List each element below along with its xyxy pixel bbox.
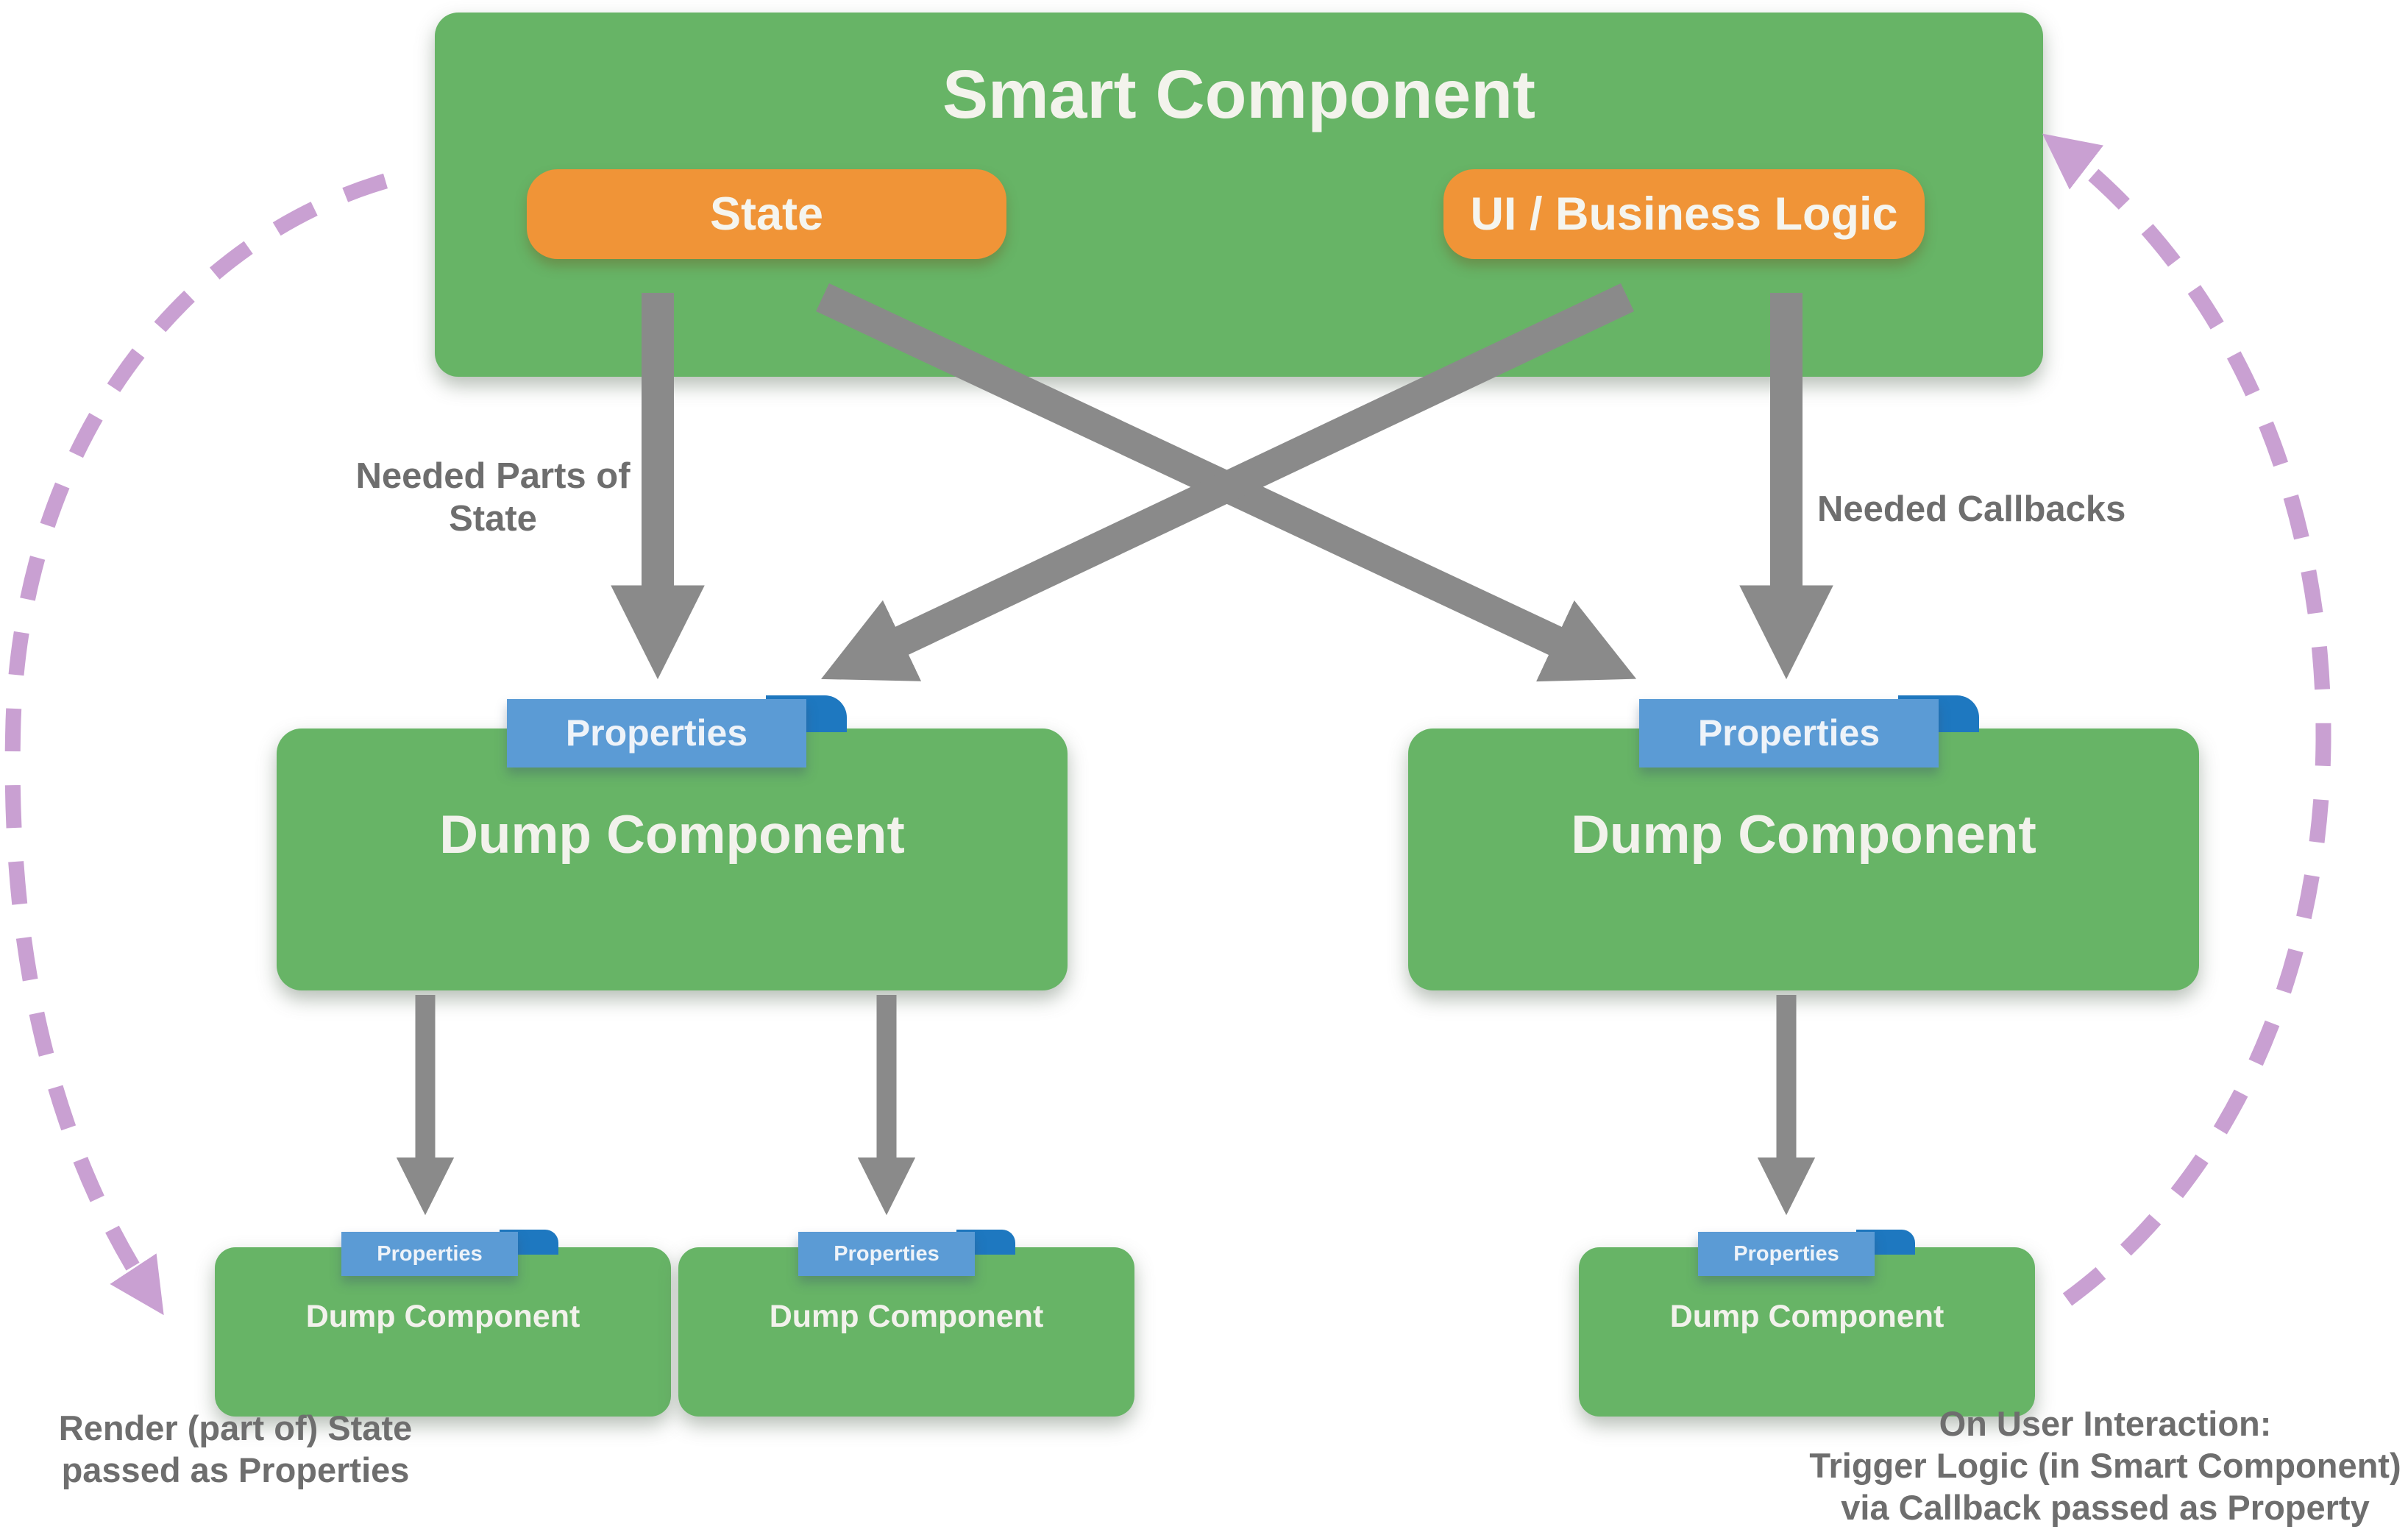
dump-component-small-1: Properties Dump Component bbox=[215, 1230, 671, 1417]
needed-parts-of-state-label: Needed Parts of State bbox=[355, 456, 631, 539]
properties-tab-label: Properties bbox=[341, 1232, 518, 1276]
smart-component-box: Smart Component State UI / Business Logi… bbox=[435, 13, 2043, 377]
dump-component-title: Dump Component bbox=[439, 805, 905, 865]
properties-tab-label: Properties bbox=[1639, 699, 1939, 768]
ui-business-logic-pill: UI / Business Logic bbox=[1443, 169, 1925, 259]
dump-component-left: Properties Dump Component bbox=[277, 695, 1068, 990]
state-pill: State bbox=[527, 169, 1006, 259]
properties-tab-label: Properties bbox=[798, 1232, 975, 1276]
properties-tab-small-2: Properties bbox=[798, 1230, 1019, 1277]
smart-component-title: Smart Component bbox=[942, 56, 1536, 132]
dump-component-title: Dump Component bbox=[1571, 805, 2036, 865]
properties-tab-right: Properties bbox=[1639, 695, 1985, 769]
needed-callbacks-label: Needed Callbacks bbox=[1817, 489, 2126, 529]
dump-component-title: Dump Component bbox=[769, 1299, 1044, 1334]
render-state-caption: Render (part of) State passed as Propert… bbox=[58, 1408, 413, 1489]
dump-component-title: Dump Component bbox=[1669, 1299, 1944, 1334]
properties-tab-label: Properties bbox=[507, 699, 806, 768]
properties-tab-small-3: Properties bbox=[1698, 1230, 1919, 1277]
properties-tab-small-1: Properties bbox=[341, 1230, 562, 1277]
dump-component-right: Properties Dump Component bbox=[1408, 695, 2199, 990]
user-interaction-caption: On User Interaction: Trigger Logic (in S… bbox=[1809, 1404, 2401, 1527]
properties-tab-label: Properties bbox=[1698, 1232, 1875, 1276]
callback-trigger-dashed-arc bbox=[2042, 133, 2331, 1306]
properties-tab-left: Properties bbox=[507, 695, 853, 769]
dump-component-title: Dump Component bbox=[305, 1299, 580, 1334]
dump-component-small-2: Properties Dump Component bbox=[678, 1230, 1134, 1417]
dump-component-small-3: Properties Dump Component bbox=[1579, 1230, 2035, 1417]
